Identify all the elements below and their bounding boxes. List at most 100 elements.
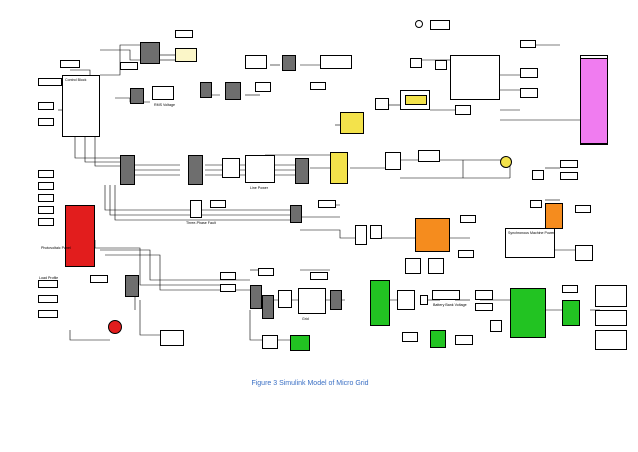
breaker-block-2[interactable] (355, 225, 367, 245)
grid-input-1[interactable] (220, 272, 236, 280)
output-block-3[interactable] (520, 88, 538, 98)
gray-block-3[interactable] (200, 82, 212, 98)
bus-selector-1[interactable] (120, 62, 138, 70)
green-control-block[interactable] (510, 288, 546, 338)
inverter-scope[interactable] (455, 335, 473, 345)
gray-block-4[interactable] (225, 82, 241, 100)
display-block-2[interactable] (255, 82, 271, 92)
control-subsystem-right[interactable] (450, 55, 500, 100)
power-calc-block[interactable] (320, 55, 352, 69)
powergui-block[interactable] (430, 20, 450, 30)
gray-block-5[interactable] (282, 55, 296, 71)
output-block-6[interactable] (562, 285, 578, 293)
gray-block-grid-3[interactable] (330, 290, 342, 310)
grid-breaker[interactable] (278, 290, 292, 308)
inverter-block[interactable] (385, 152, 401, 170)
gray-block-grid-2[interactable] (262, 295, 274, 319)
line-block[interactable]: Line Power (245, 155, 275, 190)
machine-output[interactable] (575, 205, 591, 213)
pv-panel-block[interactable]: Photovoltaic Panel (41, 205, 95, 267)
control-input-1[interactable] (475, 290, 493, 300)
input-constant-4[interactable] (60, 60, 80, 68)
grid-input-3[interactable] (258, 268, 274, 276)
pv-input-3[interactable] (38, 194, 54, 202)
pv-input-1[interactable] (38, 170, 54, 178)
grid-scope[interactable] (310, 272, 328, 280)
breaker-block-3[interactable] (370, 225, 382, 239)
rectifier-block[interactable] (397, 290, 415, 310)
green-small-block[interactable] (430, 330, 446, 348)
gray-block-load[interactable] (125, 275, 139, 297)
inverter-display[interactable] (402, 332, 418, 342)
red-source-icon[interactable] (108, 320, 122, 334)
load-input-3[interactable] (38, 310, 58, 318)
gray-measure-block-3[interactable] (295, 158, 309, 184)
fault-block[interactable]: Three-Phase Fault (186, 200, 216, 225)
pv-input-5[interactable] (38, 218, 54, 226)
scope-block-4[interactable] (532, 170, 544, 180)
grid-input-2[interactable] (220, 284, 236, 292)
switch-block[interactable] (375, 98, 389, 110)
control-input-2[interactable] (475, 303, 493, 311)
dc-link-label-box[interactable] (418, 150, 440, 162)
battery-icon[interactable] (428, 258, 444, 274)
input-constant-3[interactable] (38, 118, 54, 126)
clock-icon[interactable] (415, 20, 423, 28)
machine-params-block[interactable]: Synchronous Machine Power (505, 228, 555, 258)
output-block-5[interactable] (560, 172, 578, 180)
control-input-3[interactable] (490, 320, 502, 332)
grid-line-block[interactable]: Grid (298, 288, 326, 321)
scope-block-2[interactable] (410, 58, 422, 68)
breaker-block-1[interactable] (222, 158, 240, 178)
gray-measure-block-2[interactable] (188, 155, 203, 185)
battery-output[interactable] (458, 250, 474, 258)
synchronous-machine-block[interactable] (415, 218, 450, 252)
pv-input-4[interactable] (38, 206, 54, 214)
gray-measure-block-1[interactable] (120, 155, 135, 185)
gray-measure-block-4[interactable] (290, 205, 302, 223)
rms-block-2[interactable] (262, 335, 278, 349)
wind-turbine-icon[interactable] (500, 156, 512, 168)
green-output-block[interactable] (562, 300, 580, 326)
magenta-bus-block[interactable] (580, 58, 608, 144)
power-scope[interactable] (310, 82, 326, 90)
display-block-1[interactable] (175, 48, 197, 62)
scope-block-1[interactable] (175, 30, 193, 38)
output-block-4[interactable] (560, 160, 578, 168)
load-block[interactable] (90, 275, 108, 283)
green-converter-block[interactable] (370, 280, 390, 326)
yellow-transformer[interactable] (330, 152, 348, 184)
scope-block-5[interactable] (318, 200, 336, 208)
fault-output[interactable] (210, 200, 226, 208)
load-input-2[interactable] (38, 295, 58, 303)
pwm-display-1[interactable] (595, 285, 627, 307)
green-display-block[interactable] (290, 335, 310, 351)
input-constant-2[interactable] (38, 102, 54, 110)
battery-switch[interactable] (405, 258, 421, 274)
battery-voltage-display[interactable]: Battery Bank Voltage (432, 290, 467, 307)
rms-block-1[interactable]: RMS Voltage (152, 86, 175, 107)
pv-input-2[interactable] (38, 182, 54, 190)
inductor-block[interactable] (420, 295, 428, 305)
machine-input[interactable] (530, 200, 542, 208)
scope-block-3[interactable] (435, 60, 447, 70)
control-block-left[interactable]: Control Block (62, 75, 100, 137)
yellow-boost[interactable] (340, 112, 364, 134)
machine-scope[interactable] (460, 215, 476, 223)
output-block-2[interactable] (520, 68, 538, 78)
pwm-display-2[interactable] (595, 310, 627, 326)
gray-block-grid-1[interactable] (250, 285, 262, 309)
output-block-1[interactable] (520, 40, 536, 48)
gray-block-2[interactable] (130, 88, 144, 104)
constant-block-right[interactable] (455, 105, 471, 115)
load-display[interactable] (160, 330, 184, 346)
yellow-display[interactable] (405, 95, 427, 105)
input-constant-1[interactable] (38, 78, 62, 86)
gray-gain-block-1[interactable] (140, 42, 160, 64)
load-input-1[interactable]: Load Profile (38, 276, 58, 288)
orange-block-right[interactable] (545, 203, 563, 229)
pwm-display-3[interactable] (595, 330, 627, 350)
measurement-block-1[interactable] (245, 55, 267, 69)
machine-scope-2[interactable] (575, 245, 593, 261)
